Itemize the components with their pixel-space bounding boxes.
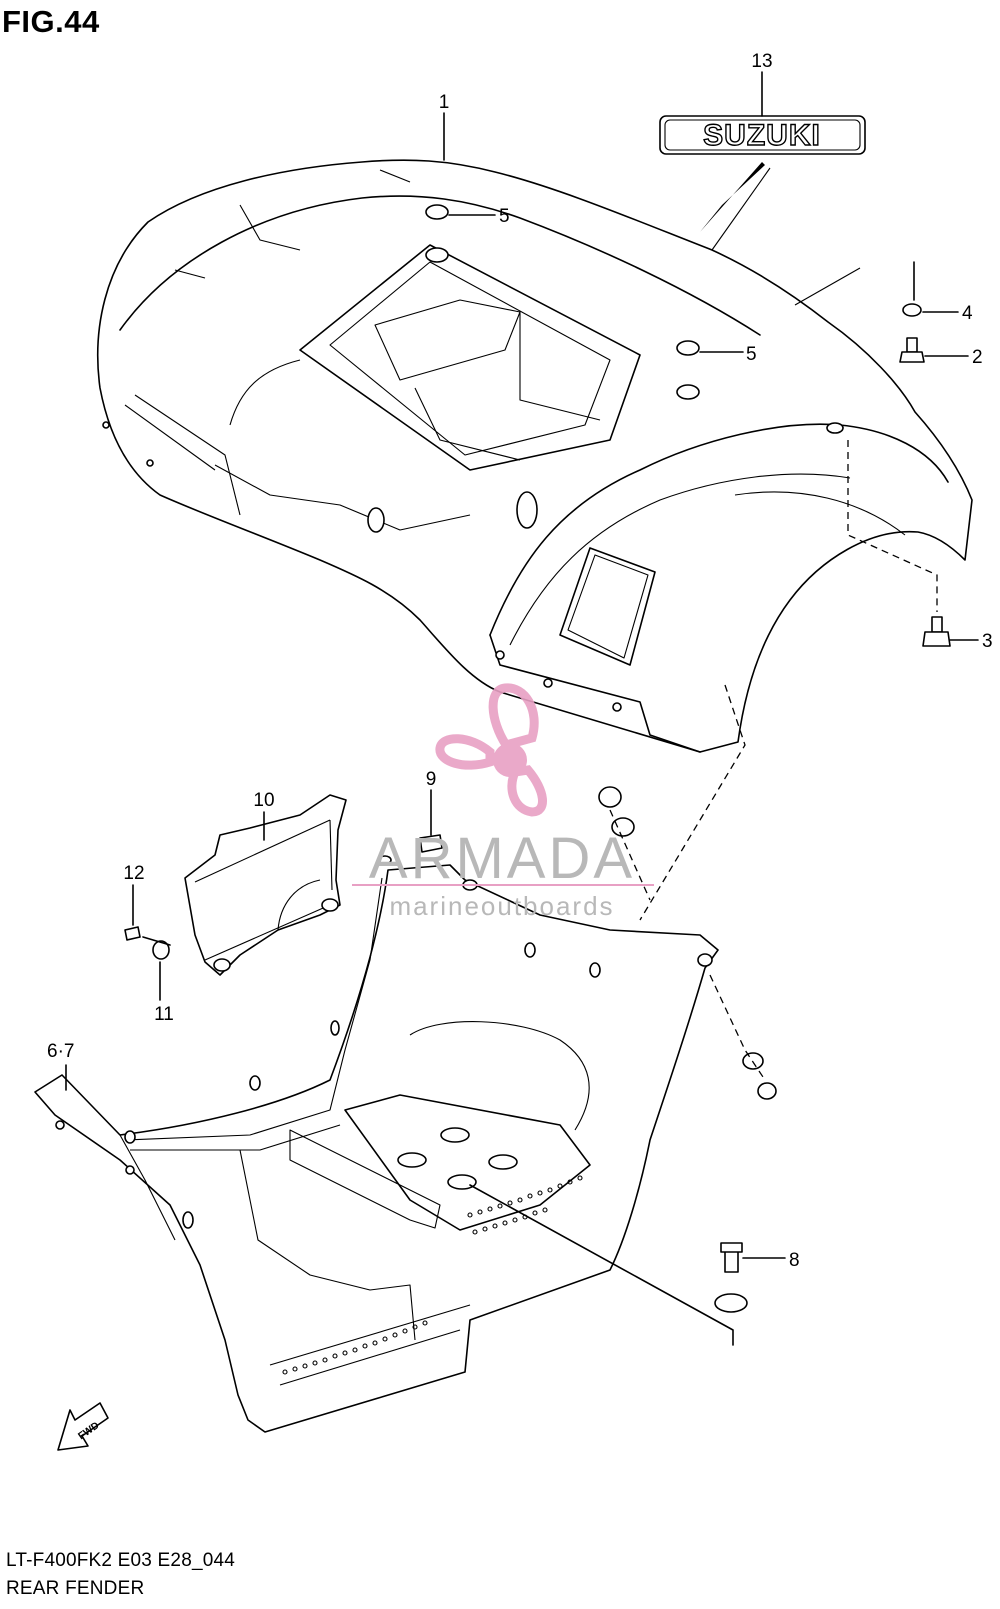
callout-8: 8 <box>789 1250 800 1271</box>
propeller-logo-icon <box>435 683 547 817</box>
footrest-mudguard-part-6-7 <box>34 855 719 1433</box>
leader-lines <box>65 71 979 1346</box>
callout-5-top: 5 <box>499 206 510 227</box>
callout-4: 4 <box>962 303 973 324</box>
callout-1: 1 <box>439 92 450 113</box>
tread-dots <box>282 1175 583 1375</box>
hardware-parts <box>124 303 951 1313</box>
callout-3: 3 <box>982 631 993 652</box>
callout-9: 9 <box>426 769 437 790</box>
bracket-plate-part-10 <box>184 794 347 976</box>
emblem-text: SUZUKI <box>703 119 821 152</box>
callout-2: 2 <box>972 347 983 368</box>
watermark-brand: ARMADA <box>369 826 635 891</box>
figure-name: REAR FENDER <box>6 1578 145 1599</box>
callout-6-7: 6·7 <box>47 1041 74 1062</box>
forward-arrow-icon: FWD <box>57 1402 109 1451</box>
figure-title: FIG.44 <box>2 4 100 39</box>
callout-13: 13 <box>751 51 772 72</box>
callout-12: 12 <box>123 863 144 884</box>
suzuki-emblem-part-13: SUZUKI <box>659 115 866 232</box>
callout-5-side: 5 <box>746 344 757 365</box>
figure-code: LT-F400FK2 E03 E28_044 <box>6 1550 236 1571</box>
callout-labels: 1 2 3 4 5 5 6·7 8 9 10 11 12 13 <box>47 51 993 1271</box>
callout-10: 10 <box>253 790 274 811</box>
armada-watermark: ARMADA marineoutboards <box>352 683 654 921</box>
rear-fender-part-1 <box>97 159 973 753</box>
callout-11: 11 <box>154 1004 174 1025</box>
watermark-tagline: marineoutboards <box>389 891 614 921</box>
